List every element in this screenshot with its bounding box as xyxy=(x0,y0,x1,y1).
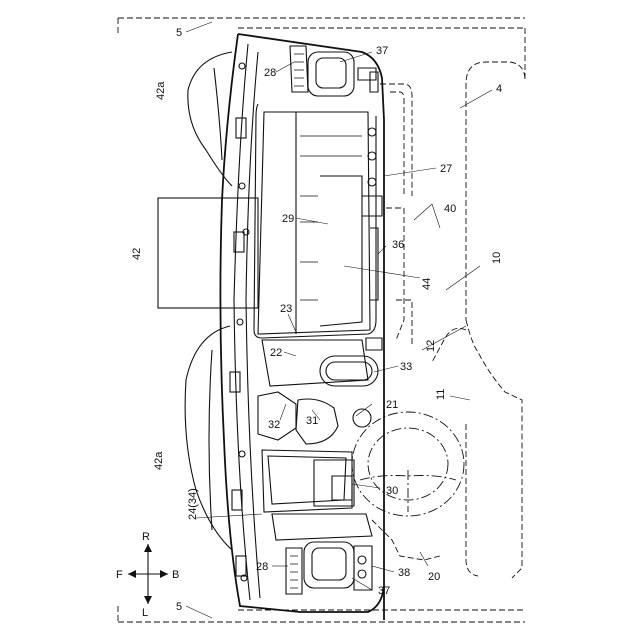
label-40: 40 xyxy=(444,203,456,215)
label-21: 21 xyxy=(386,399,398,411)
duct-lines xyxy=(372,84,440,560)
steering-wheel xyxy=(352,412,464,516)
compass-f: F xyxy=(116,569,123,581)
label-42a-top: 42a xyxy=(155,81,167,100)
instrument-panel xyxy=(254,104,382,350)
label-38: 38 xyxy=(398,567,410,579)
label-11: 11 xyxy=(435,389,447,400)
label-20: 20 xyxy=(428,571,440,583)
label-32: 32 xyxy=(268,419,280,431)
label-30: 30 xyxy=(386,485,398,497)
label-44: 44 xyxy=(421,278,433,290)
label-29: 29 xyxy=(282,213,294,225)
center-console xyxy=(258,340,378,540)
compass-r: R xyxy=(142,531,150,543)
label-42a-bottom: 42a xyxy=(153,451,165,470)
dashboard-body xyxy=(220,34,384,620)
label-37-bottom: 37 xyxy=(378,585,390,597)
label-12: 12 xyxy=(425,340,437,352)
vehicle-body-outline xyxy=(118,18,525,622)
label-28-top: 28 xyxy=(264,67,276,79)
label-22: 22 xyxy=(270,347,282,359)
label-10: 10 xyxy=(491,252,503,264)
compass-l: L xyxy=(142,607,148,619)
label-23: 23 xyxy=(280,303,292,315)
label-5-bottom: 5 xyxy=(176,601,182,613)
label-42: 42 xyxy=(131,248,143,260)
label-36: 36 xyxy=(392,239,404,251)
label-4: 4 xyxy=(496,83,502,95)
leader-lines xyxy=(186,22,492,618)
cover-panels xyxy=(158,52,258,550)
label-31: 31 xyxy=(306,415,318,427)
reference-labels: 5 37 28 42a 4 27 40 29 36 10 42 44 23 22… xyxy=(131,27,503,613)
compass-b: B xyxy=(172,569,179,581)
label-37-top: 37 xyxy=(376,45,388,57)
label-28-bottom: 28 xyxy=(256,561,268,573)
label-24-34: 24(34) xyxy=(187,488,199,520)
label-5-top: 5 xyxy=(176,27,182,39)
direction-compass: R F B L xyxy=(116,531,179,619)
label-27: 27 xyxy=(440,163,452,175)
label-33: 33 xyxy=(400,361,412,373)
lower-vent-assembly xyxy=(286,542,372,594)
